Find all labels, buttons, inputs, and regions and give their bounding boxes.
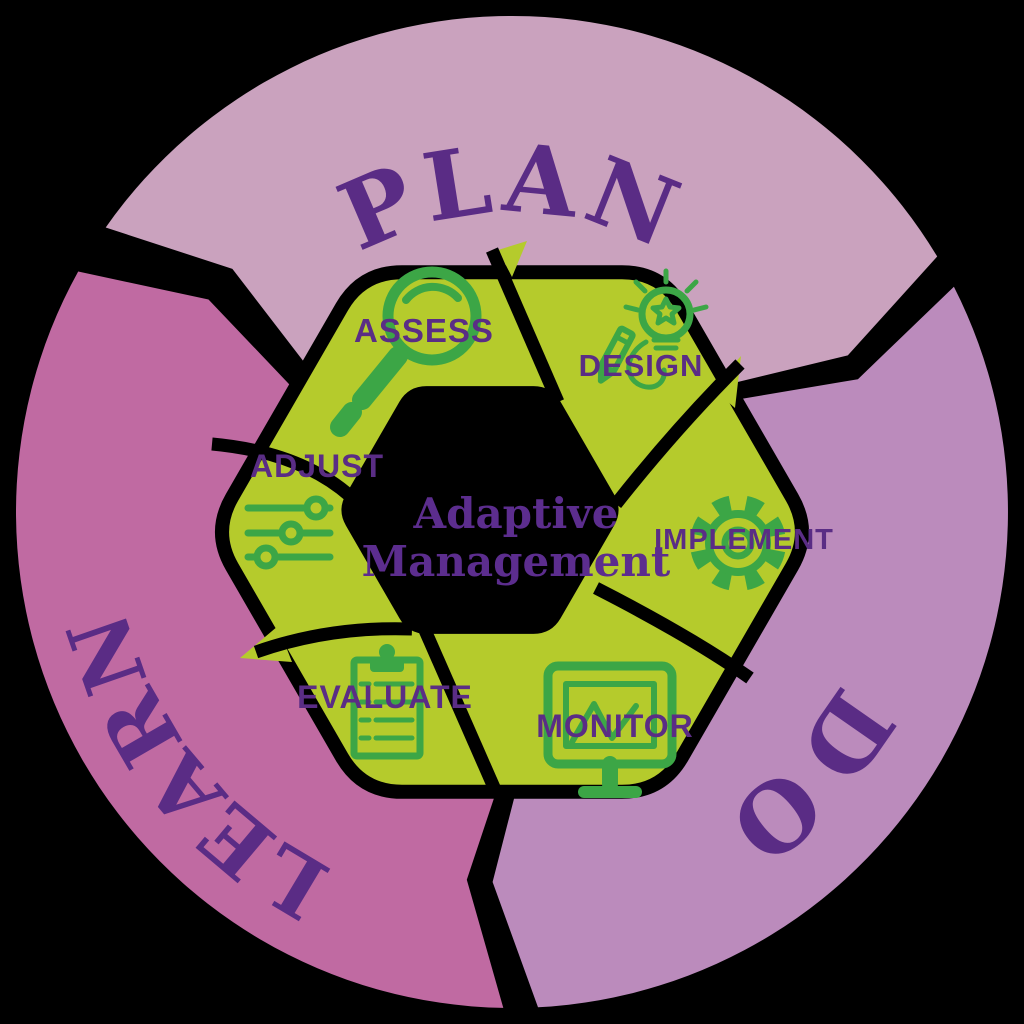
sliders-icon	[244, 495, 334, 570]
segment-labels: ASSESS DESIGN IMPLEMENT MONITOR EVALUATE…	[250, 312, 834, 744]
magnifier-icon	[330, 266, 482, 437]
evaluate-label: EVALUATE	[297, 679, 473, 715]
center-title-line2: Management	[362, 537, 671, 586]
arc-plan-segment	[105, 15, 938, 386]
gap-implement-monitor	[593, 582, 754, 684]
gap-monitor-evaluate	[418, 625, 502, 795]
center-title-line1: Adaptive	[412, 489, 618, 538]
clipboard-checklist-icon	[350, 644, 424, 760]
center-title: Adaptive Management	[362, 489, 671, 586]
monitor-label: MONITOR	[536, 708, 694, 744]
assess-label: ASSESS	[354, 312, 494, 349]
center-hexagon-hole	[343, 388, 617, 632]
gap-evaluate-adjust	[253, 622, 413, 659]
lightbulb-pencil-icon	[597, 268, 709, 390]
gap-assess-design	[486, 247, 564, 405]
monitor-chart-icon	[543, 661, 677, 798]
adjust-label: ADJUST	[250, 448, 384, 484]
gap-design-implement	[610, 359, 745, 509]
gap-adjust-assess	[211, 437, 355, 501]
design-label: DESIGN	[579, 348, 704, 383]
gear-icon	[690, 495, 786, 591]
implement-label: IMPLEMENT	[654, 524, 834, 556]
